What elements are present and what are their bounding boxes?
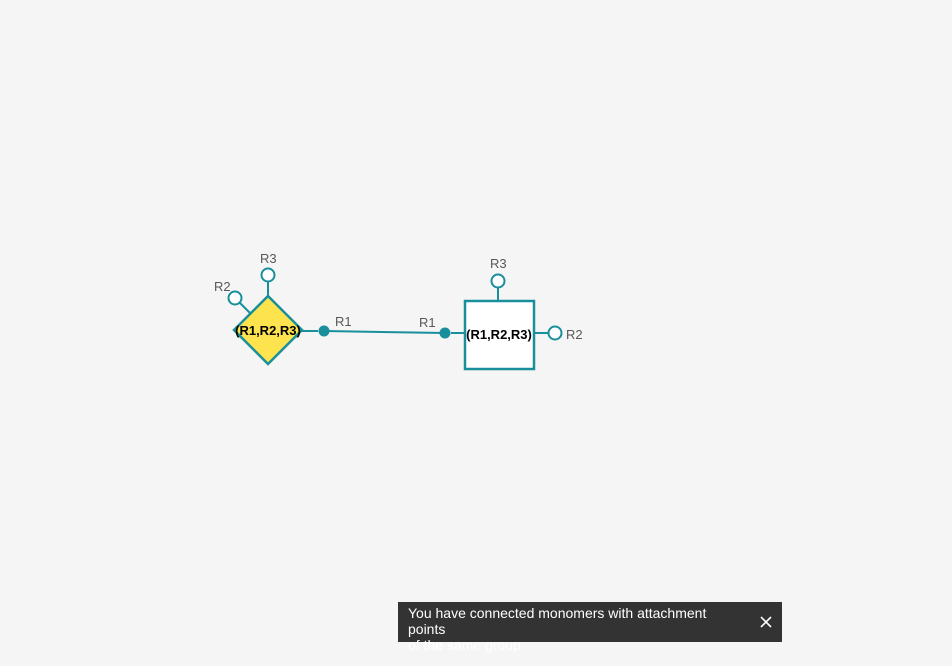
attachment-label-r1: R1: [419, 315, 436, 330]
bond[interactable]: [323, 330, 446, 334]
monomer-diamond[interactable]: (R1,R2,R3) R3 R2 R1: [214, 251, 352, 366]
attachment-point-r1-filled[interactable]: [318, 325, 330, 337]
toast-message-line-1: You have connected monomers with attachm…: [408, 605, 707, 637]
attachment-label-r3: R3: [260, 251, 277, 266]
close-icon[interactable]: [756, 612, 776, 632]
attachment-label-r2: R2: [566, 327, 583, 342]
attachment-point-r3-open[interactable]: [490, 273, 506, 289]
square-shape[interactable]: [463, 299, 536, 371]
monomer-label: (R1,R2,R3): [235, 323, 301, 338]
attachment-label-r1: R1: [335, 314, 352, 329]
monomer-square[interactable]: (R1,R2,R3) R3 R2 R1: [419, 256, 583, 371]
attachment-label-r3: R3: [490, 256, 507, 271]
attachment-label-r2: R2: [214, 279, 231, 294]
attachment-point-r2-open[interactable]: [227, 290, 243, 306]
notification-toast: You have connected monomers with attachm…: [398, 602, 782, 653]
diamond-shape[interactable]: [232, 294, 304, 366]
toast-message-line-2: of the same group: [408, 637, 521, 653]
attachment-point-r1-filled[interactable]: [439, 327, 451, 339]
attachment-point-r3-open[interactable]: [260, 267, 276, 283]
attachment-point-r2-open[interactable]: [547, 325, 563, 341]
monomer-label: (R1,R2,R3): [466, 327, 532, 342]
